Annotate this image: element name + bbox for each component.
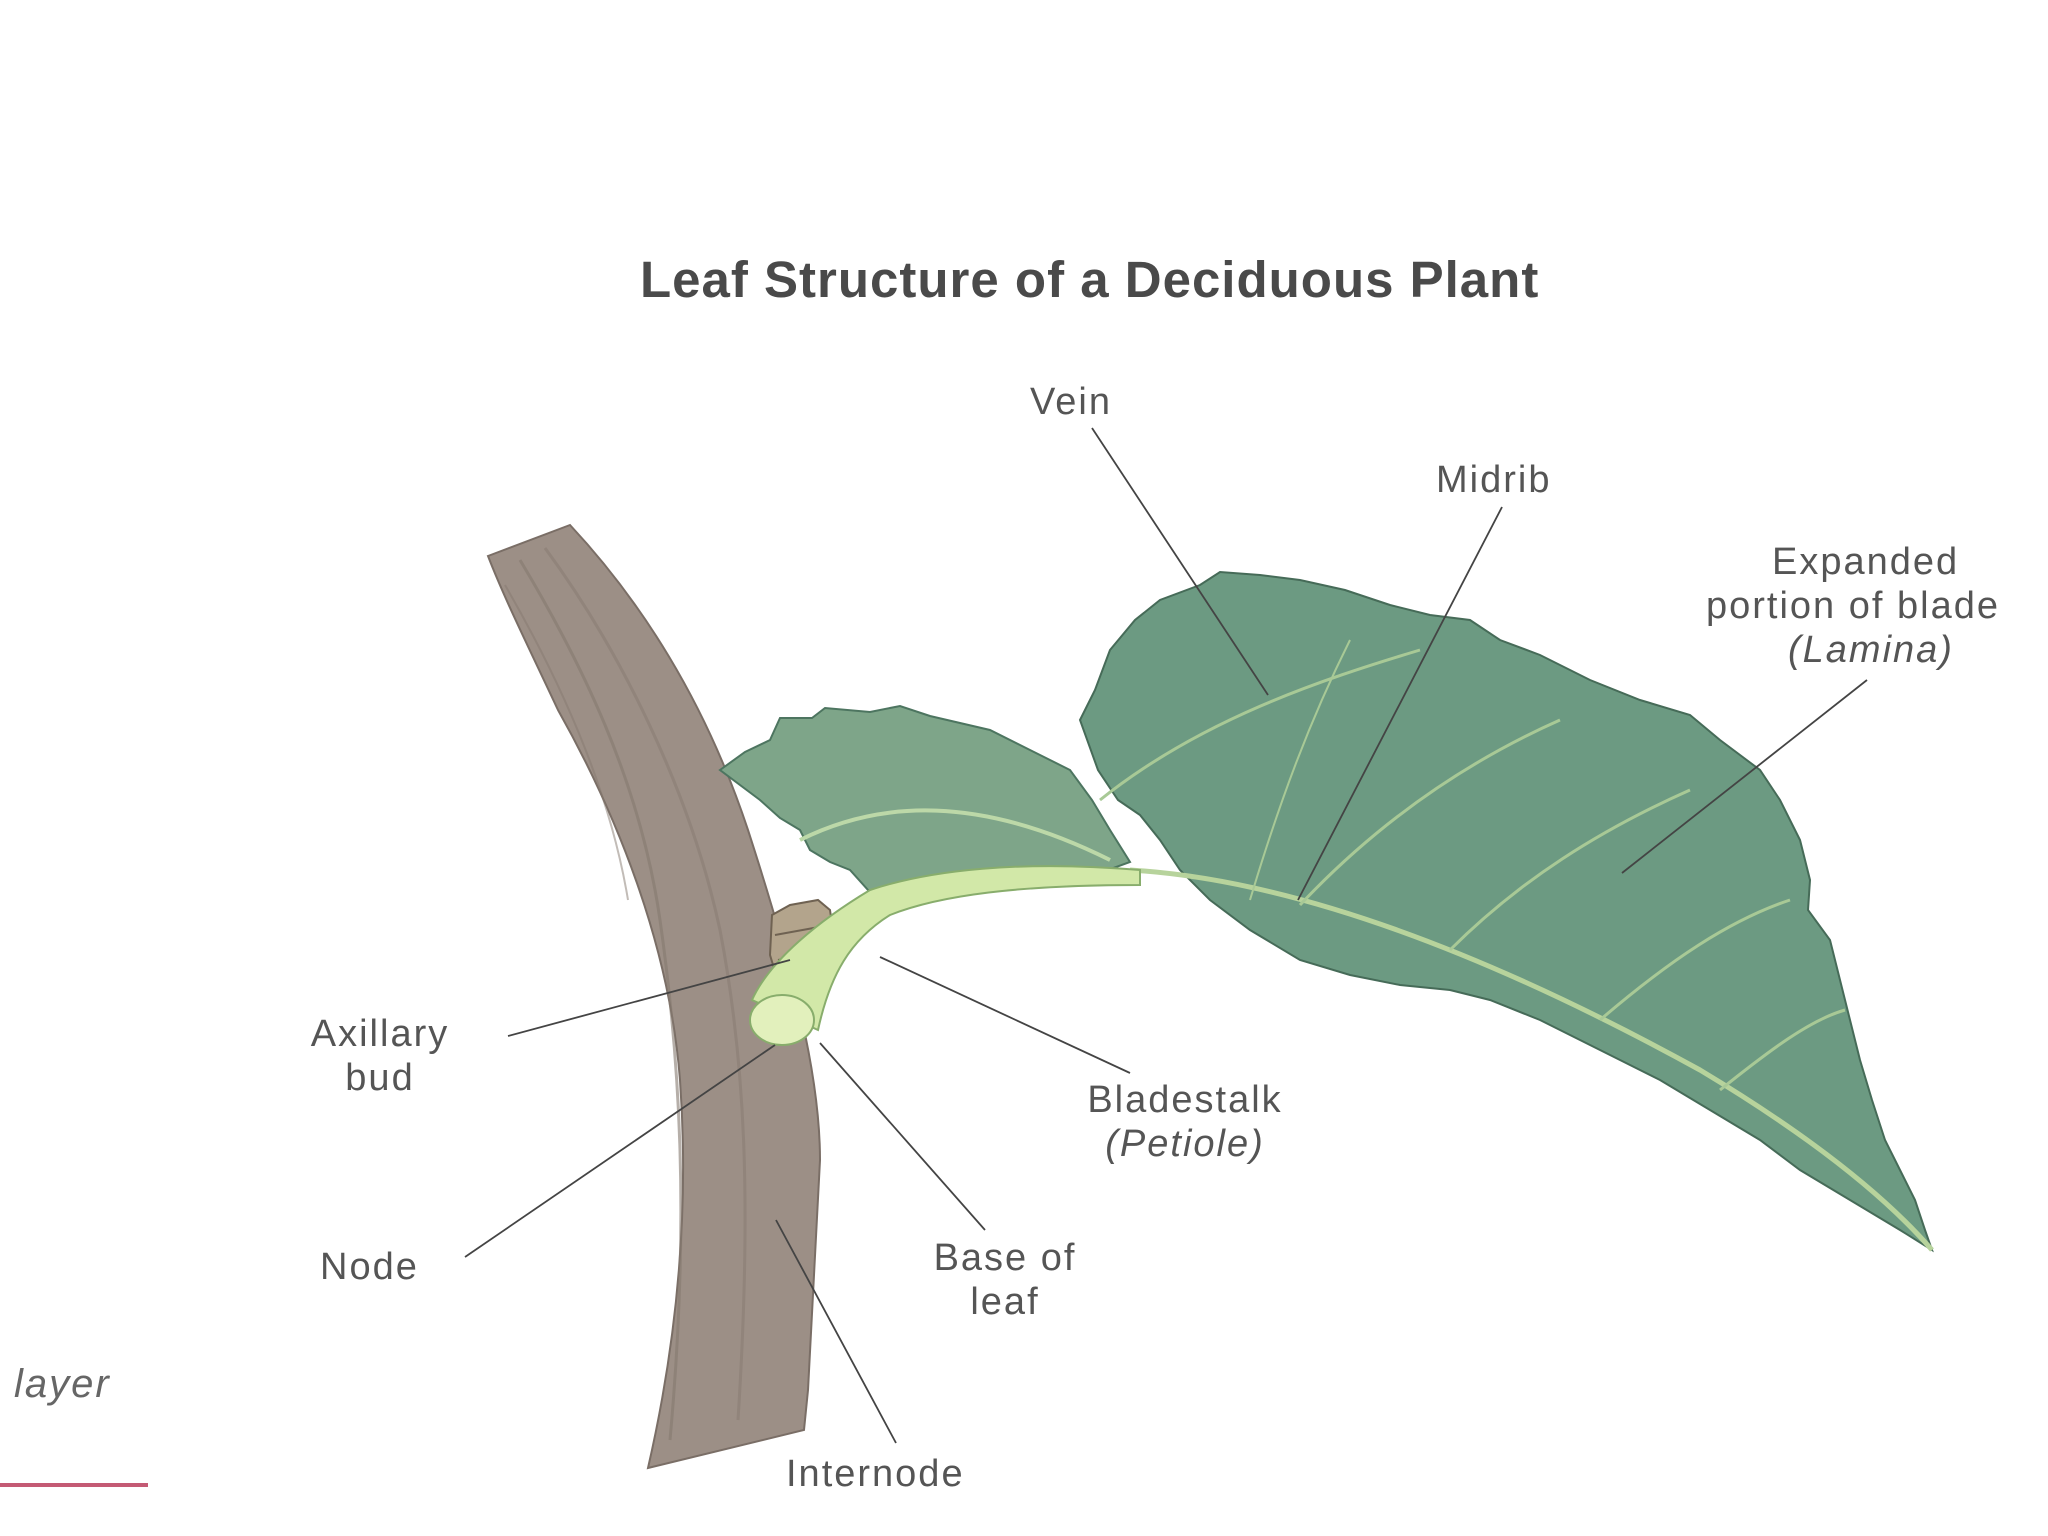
diagram-title: Leaf Structure of a Deciduous Plant: [640, 251, 1540, 308]
leader-lines: [464, 427, 1868, 1444]
label-base-of-leaf: Base of leaf: [933, 1237, 1077, 1323]
label-internode: Internode: [786, 1453, 965, 1495]
stem: [486, 523, 822, 1470]
cropped-text-fragment: layer: [14, 1362, 111, 1406]
label-axillary-bud: Axillary bud: [310, 1013, 450, 1099]
label-vein: Vein: [1030, 381, 1112, 423]
small-leaf: [718, 704, 1132, 902]
label-lamina: Expanded portion of blade (Lamina): [1706, 541, 2000, 671]
label-node: Node: [320, 1246, 419, 1288]
label-petiole: Bladestalk (Petiole): [1087, 1079, 1283, 1165]
petiole: [750, 865, 1141, 1032]
cropped-red-rule: [0, 1483, 148, 1487]
label-midrib: Midrib: [1436, 459, 1552, 501]
